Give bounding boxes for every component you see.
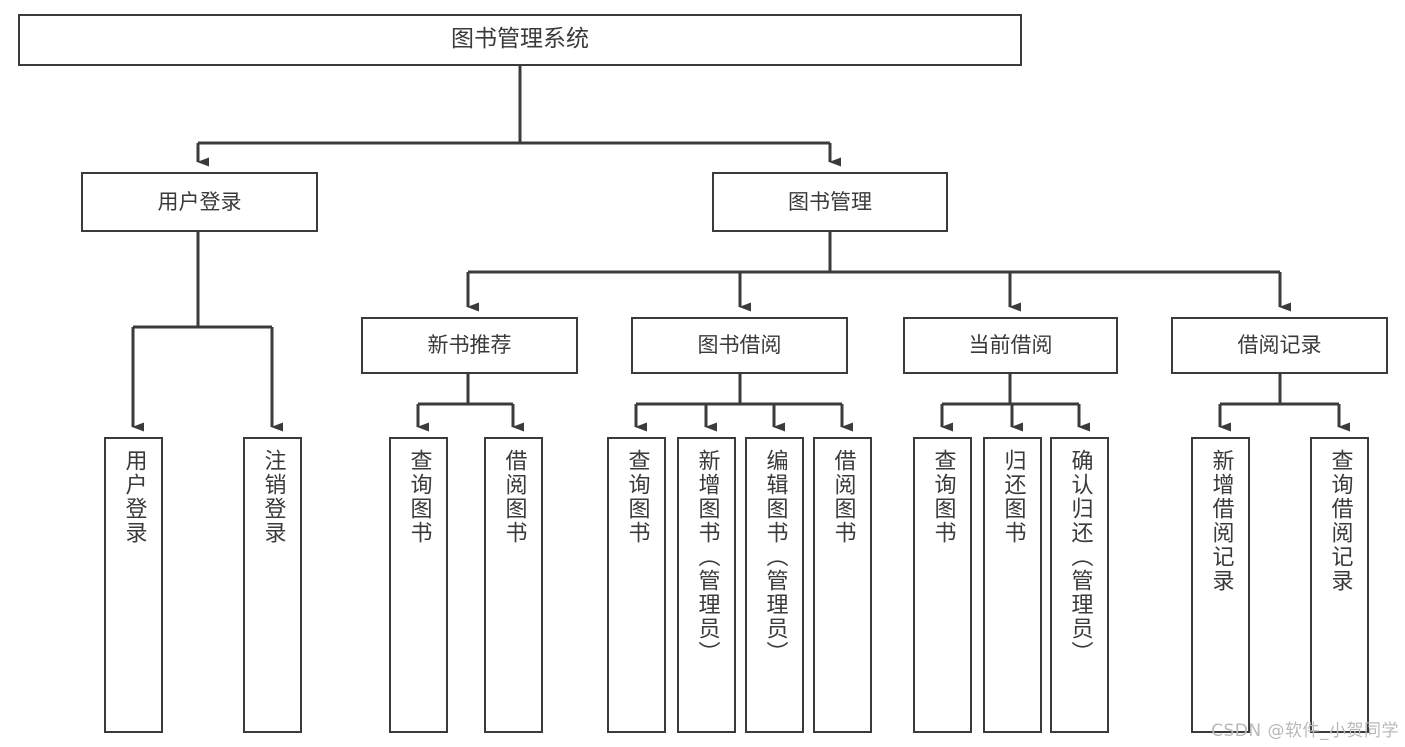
node-leaf-confirm-return-label: 确认归还（管理员） — [1067, 449, 1093, 665]
node-leaf-logout-label: 注销登录 — [260, 449, 286, 545]
node-new-book-recommend[interactable]: 新书推荐 — [361, 317, 578, 374]
node-leaf-edit-book-label: 编辑图书（管理员） — [762, 449, 788, 665]
node-leaf-query-borrow-record[interactable]: 查询借阅记录 — [1310, 437, 1369, 733]
node-borrow-record-label: 借阅记录 — [1237, 333, 1322, 358]
node-leaf-borrow-book-1[interactable]: 借阅图书 — [484, 437, 543, 733]
node-leaf-edit-book[interactable]: 编辑图书（管理员） — [745, 437, 804, 733]
node-leaf-query-book-3-label: 查询图书 — [930, 449, 956, 545]
node-current-borrow-label: 当前借阅 — [968, 333, 1053, 358]
node-book-borrow-label: 图书借阅 — [697, 333, 782, 358]
node-leaf-add-book-label: 新增图书（管理员） — [694, 449, 720, 665]
node-leaf-borrow-book-1-label: 借阅图书 — [501, 449, 527, 545]
node-book-manage[interactable]: 图书管理 — [712, 172, 948, 232]
csdn-watermark: CSDN @软件_小贺同学 — [1211, 721, 1399, 741]
node-current-borrow[interactable]: 当前借阅 — [903, 317, 1118, 374]
node-leaf-borrow-book-2-label: 借阅图书 — [830, 449, 856, 545]
node-leaf-query-book-2[interactable]: 查询图书 — [607, 437, 666, 733]
node-leaf-query-book-2-label: 查询图书 — [624, 449, 650, 545]
node-leaf-query-book-1[interactable]: 查询图书 — [389, 437, 448, 733]
node-borrow-record[interactable]: 借阅记录 — [1171, 317, 1388, 374]
node-leaf-add-borrow-record[interactable]: 新增借阅记录 — [1191, 437, 1250, 733]
node-book-manage-label: 图书管理 — [788, 189, 872, 214]
node-leaf-borrow-book-2[interactable]: 借阅图书 — [813, 437, 872, 733]
node-leaf-logout[interactable]: 注销登录 — [243, 437, 302, 733]
node-user-login-label: 用户登录 — [157, 189, 242, 214]
node-leaf-user-login[interactable]: 用户登录 — [104, 437, 163, 733]
node-root-label: 图书管理系统 — [451, 26, 589, 53]
node-leaf-return-book[interactable]: 归还图书 — [983, 437, 1042, 733]
node-root[interactable]: 图书管理系统 — [18, 14, 1022, 66]
node-leaf-add-book[interactable]: 新增图书（管理员） — [677, 437, 736, 733]
node-leaf-confirm-return[interactable]: 确认归还（管理员） — [1050, 437, 1109, 733]
node-leaf-query-book-1-label: 查询图书 — [406, 449, 432, 545]
node-leaf-return-book-label: 归还图书 — [1000, 449, 1026, 545]
node-leaf-query-borrow-record-label: 查询借阅记录 — [1327, 449, 1353, 593]
node-user-login[interactable]: 用户登录 — [81, 172, 318, 232]
node-book-borrow[interactable]: 图书借阅 — [631, 317, 848, 374]
node-leaf-user-login-label: 用户登录 — [121, 449, 147, 545]
node-leaf-add-borrow-record-label: 新增借阅记录 — [1208, 449, 1234, 593]
node-leaf-query-book-3[interactable]: 查询图书 — [913, 437, 972, 733]
node-new-book-recommend-label: 新书推荐 — [427, 333, 512, 358]
